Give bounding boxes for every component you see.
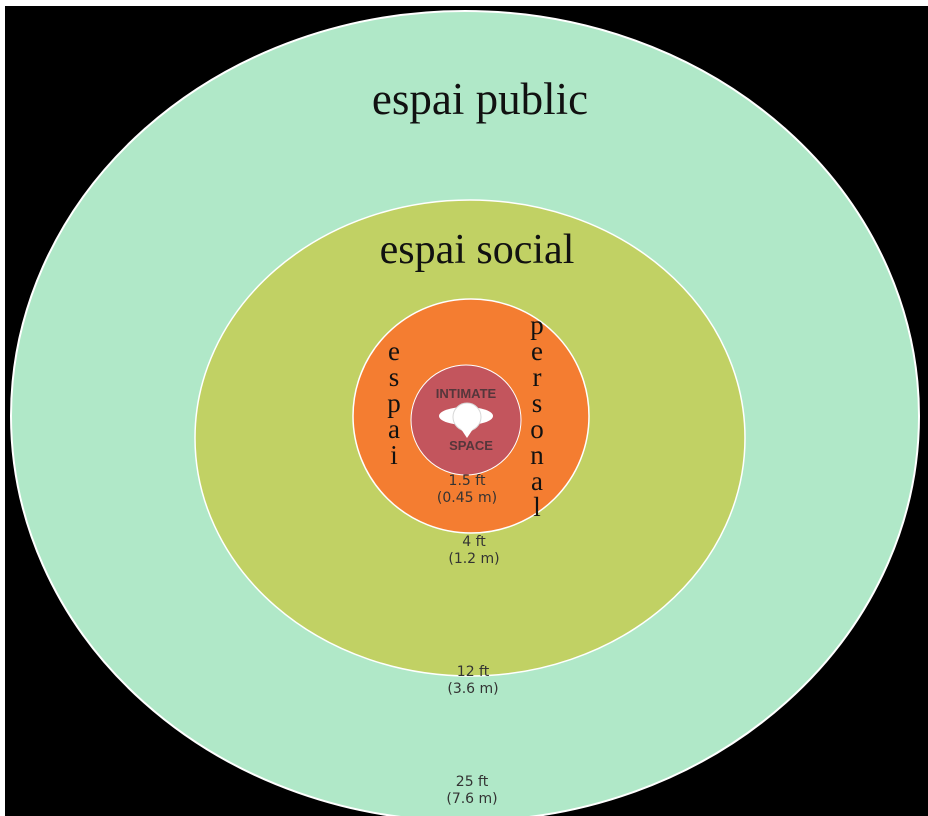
personal-right-letter-2: e	[531, 336, 543, 366]
social-space-label: espai social	[380, 227, 575, 273]
intimate-distance-imperial: 1.5 ft	[449, 473, 486, 489]
personal-left-letter-4: a	[388, 414, 400, 444]
intimate-space-top-label: INTIMATE	[436, 386, 497, 401]
public-distance-metric: (7.6 m)	[446, 791, 497, 807]
personal-space-right-vertical-label: p e r s o n a l	[530, 310, 544, 522]
personal-distance-imperial: 4 ft	[462, 534, 486, 550]
social-distance-metric: (3.6 m)	[447, 681, 498, 697]
personal-right-letter-1: p	[530, 310, 544, 340]
public-space-label: espai public	[372, 74, 588, 124]
public-distance-imperial: 25 ft	[456, 774, 489, 790]
personal-right-letter-7: a	[531, 466, 543, 496]
personal-right-letter-3: r	[533, 362, 542, 392]
personal-distance-metric: (1.2 m)	[448, 551, 499, 567]
personal-right-letter-4: s	[532, 388, 543, 418]
personal-right-letter-8: l	[533, 492, 541, 522]
social-distance-imperial: 12 ft	[457, 664, 490, 680]
personal-left-letter-3: p	[387, 388, 401, 418]
intimate-space-bottom-label: SPACE	[449, 438, 493, 453]
personal-right-letter-6: n	[530, 440, 544, 470]
personal-space-left-vertical-label: e s p a i	[387, 336, 401, 470]
personal-left-letter-1: e	[388, 336, 400, 366]
personal-left-letter-5: i	[390, 440, 398, 470]
personal-right-letter-5: o	[530, 414, 544, 444]
intimate-distance-metric: (0.45 m)	[437, 490, 497, 506]
person-figure-icon	[439, 402, 493, 438]
proxemics-diagram: espai public espai social INTIMATE SPACE…	[10, 10, 920, 816]
personal-left-letter-2: s	[389, 362, 400, 392]
diagram-canvas: espai public espai social INTIMATE SPACE…	[5, 6, 928, 816]
